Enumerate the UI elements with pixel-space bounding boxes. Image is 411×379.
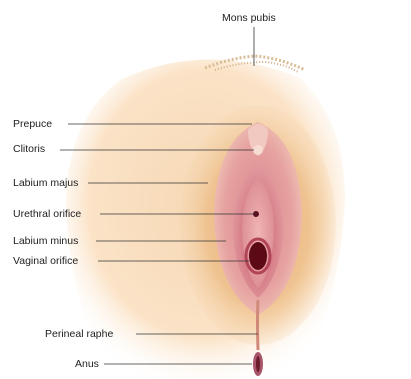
label-labium-majus: Labium majus — [13, 177, 78, 189]
label-anus: Anus — [75, 358, 99, 370]
label-prepuce: Prepuce — [13, 118, 52, 130]
label-clitoris: Clitoris — [13, 143, 45, 155]
label-urethral-orifice: Urethral orifice — [13, 208, 81, 220]
perineal-raphe-shape — [258, 300, 259, 350]
label-labium-minus: Labium minus — [13, 235, 78, 247]
label-vaginal-orifice: Vaginal orifice — [13, 255, 78, 267]
label-mons-pubis: Mons pubis — [222, 12, 276, 24]
label-perineal-raphe: Perineal raphe — [45, 328, 113, 340]
vaginal-orifice-shape — [249, 242, 267, 270]
clitoris-shape — [253, 145, 263, 155]
